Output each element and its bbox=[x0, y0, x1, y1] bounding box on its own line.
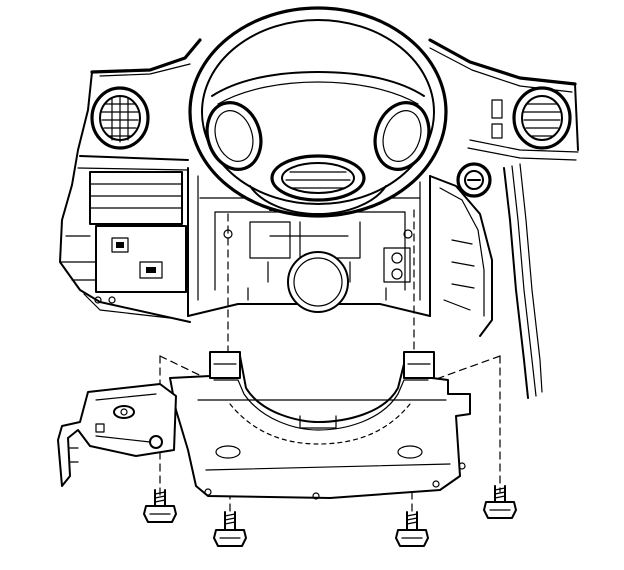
ignition-switch bbox=[456, 162, 492, 198]
steering-wheel bbox=[188, 6, 448, 218]
bolt-right-outer bbox=[483, 485, 517, 519]
right-air-vent bbox=[512, 86, 572, 150]
bolt-left-inner bbox=[213, 511, 247, 547]
left-side-panel bbox=[59, 86, 191, 323]
right-side-panel bbox=[429, 86, 572, 399]
bolt-right-inner bbox=[395, 511, 429, 547]
left-air-vent bbox=[90, 86, 150, 150]
left-brace bbox=[57, 383, 177, 487]
bolt-left-outer bbox=[143, 489, 177, 523]
knee-bolster-bracket bbox=[169, 351, 471, 500]
